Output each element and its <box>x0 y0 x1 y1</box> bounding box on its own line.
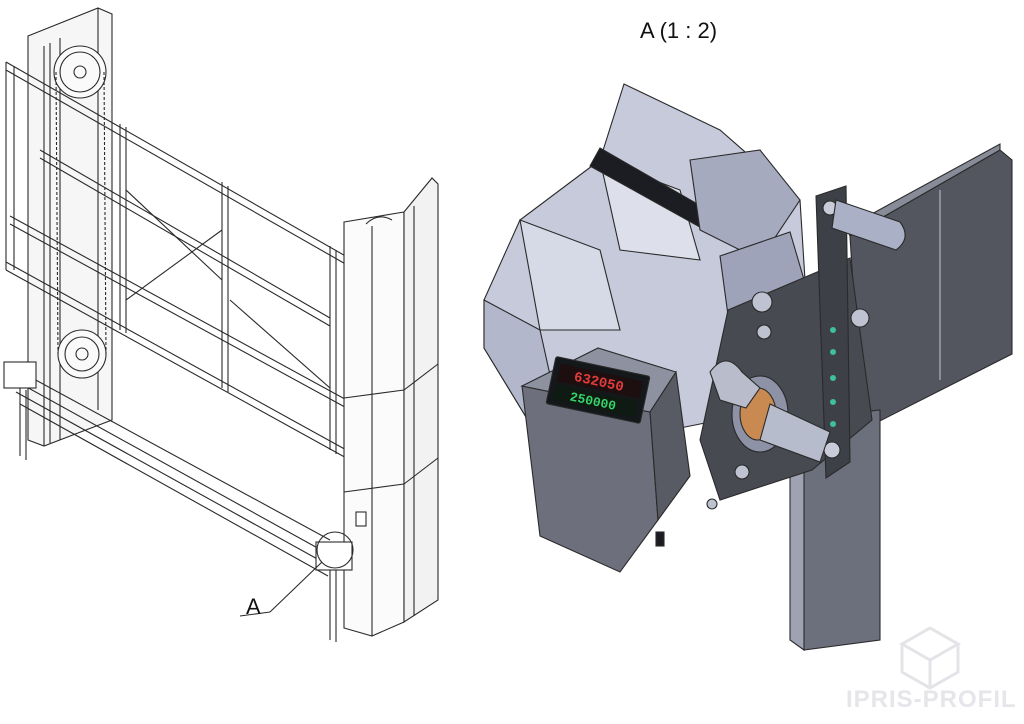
watermark-text: IPRIS-PROFIL <box>846 686 1017 713</box>
watermark-logo-icon <box>898 626 962 690</box>
top-pulley <box>53 45 107 99</box>
lower-beam <box>3 361 353 642</box>
overview-drawing <box>3 7 439 642</box>
detail-callout-circle <box>316 531 354 569</box>
detail-render <box>483 83 1013 652</box>
callout-label: A <box>246 594 261 619</box>
handle-grip <box>831 199 906 251</box>
counter-display <box>545 356 651 424</box>
right-column <box>343 177 439 637</box>
main-frame <box>5 61 357 461</box>
callout-leader <box>269 561 323 613</box>
clamp-knob <box>709 360 761 409</box>
detail-view-title: A (1 : 2) <box>640 18 718 43</box>
horizontal-beam <box>849 149 1013 431</box>
